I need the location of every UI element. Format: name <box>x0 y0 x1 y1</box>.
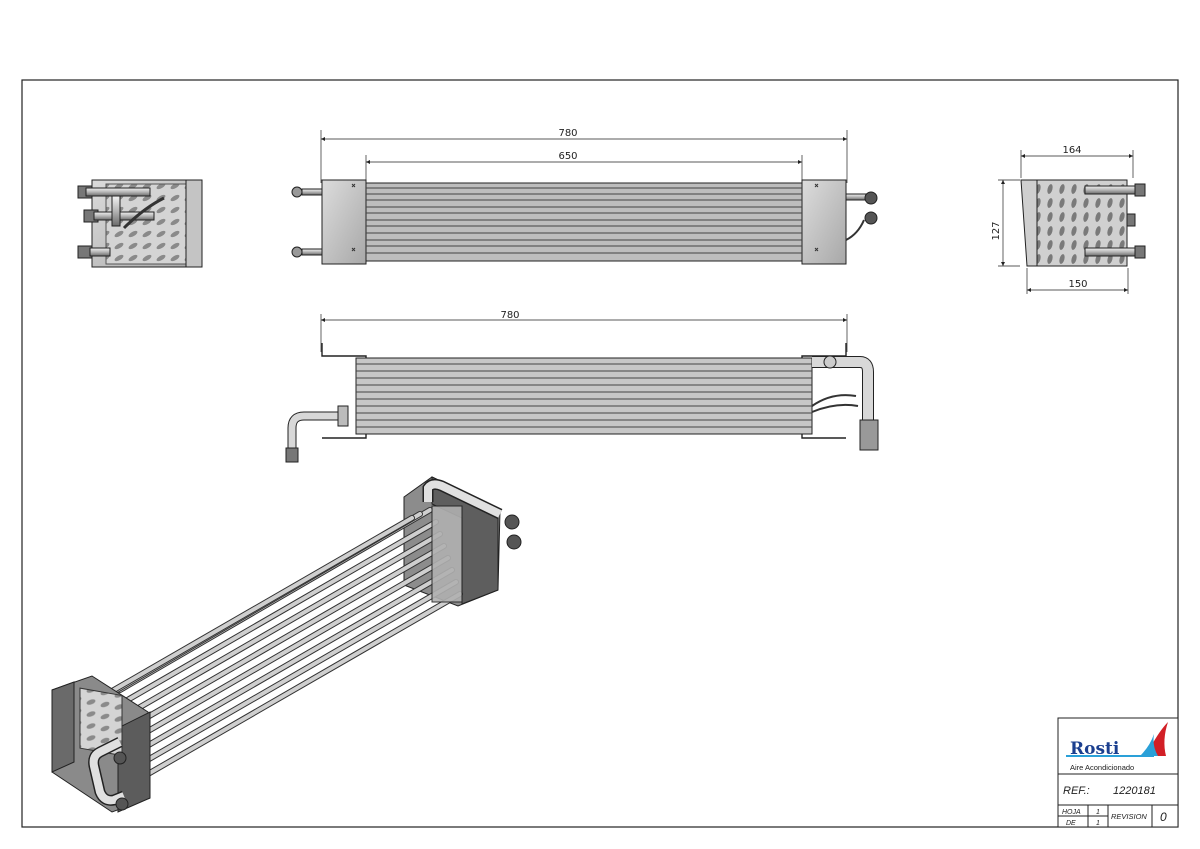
ref-value: 1220181 <box>1113 785 1156 797</box>
top-view-tubes <box>355 357 813 435</box>
iso-tubes <box>97 507 463 777</box>
left-end-fittings <box>77 185 165 259</box>
isometric-view <box>51 476 522 813</box>
dim-side-height: 127 <box>991 221 1002 240</box>
revision-value: 0 <box>1160 810 1167 824</box>
rosti-logo: Rosti Aire Acondicionado <box>1066 722 1168 772</box>
front-view: 780 650 <box>291 128 878 265</box>
dim-side-width-top: 164 <box>1062 145 1081 156</box>
sheet-border <box>21 79 1179 828</box>
de-label: DE <box>1066 820 1076 827</box>
de-value: 1 <box>1096 820 1100 827</box>
hoja-label: HOJA <box>1062 809 1081 816</box>
left-end-view <box>77 179 203 268</box>
dim-front-overall: 780 <box>558 128 577 139</box>
dim-side-width-bottom: 150 <box>1068 279 1087 290</box>
front-tubes <box>365 182 803 262</box>
top-view: 780 <box>285 310 879 463</box>
revision-label: REVISION <box>1111 812 1147 821</box>
dim-top-overall: 780 <box>500 310 519 321</box>
hoja-value: 1 <box>1096 809 1100 816</box>
logo-company-name: Rosti <box>1070 739 1120 759</box>
logo-tagline: Aire Acondicionado <box>1070 763 1134 772</box>
dim-front-inner: 650 <box>558 151 577 162</box>
title-block: Rosti Aire Acondicionado REF.: 1220181 H… <box>1057 717 1179 828</box>
right-side-view: 164 127 150 <box>991 145 1146 294</box>
ref-label: REF.: <box>1063 785 1090 797</box>
